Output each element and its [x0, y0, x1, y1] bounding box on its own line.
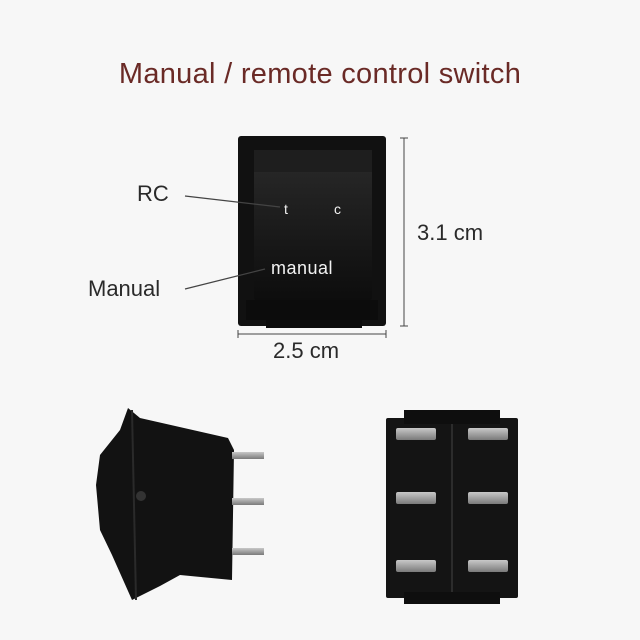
label-rc: RC	[137, 181, 169, 206]
switch-top-view	[184, 136, 408, 338]
switch-bottom-view	[386, 410, 518, 604]
switch-marking-left: t	[284, 201, 288, 217]
switch-marking-manual: manual	[271, 258, 334, 278]
switch-side-view	[96, 408, 264, 601]
switch-marking-right: c	[334, 201, 341, 217]
page-title: Manual / remote control switch	[118, 58, 522, 90]
label-manual: Manual	[88, 276, 161, 301]
dimension-height: 3.1 cm	[417, 220, 484, 245]
dimension-width: 2.5 cm	[273, 338, 340, 363]
